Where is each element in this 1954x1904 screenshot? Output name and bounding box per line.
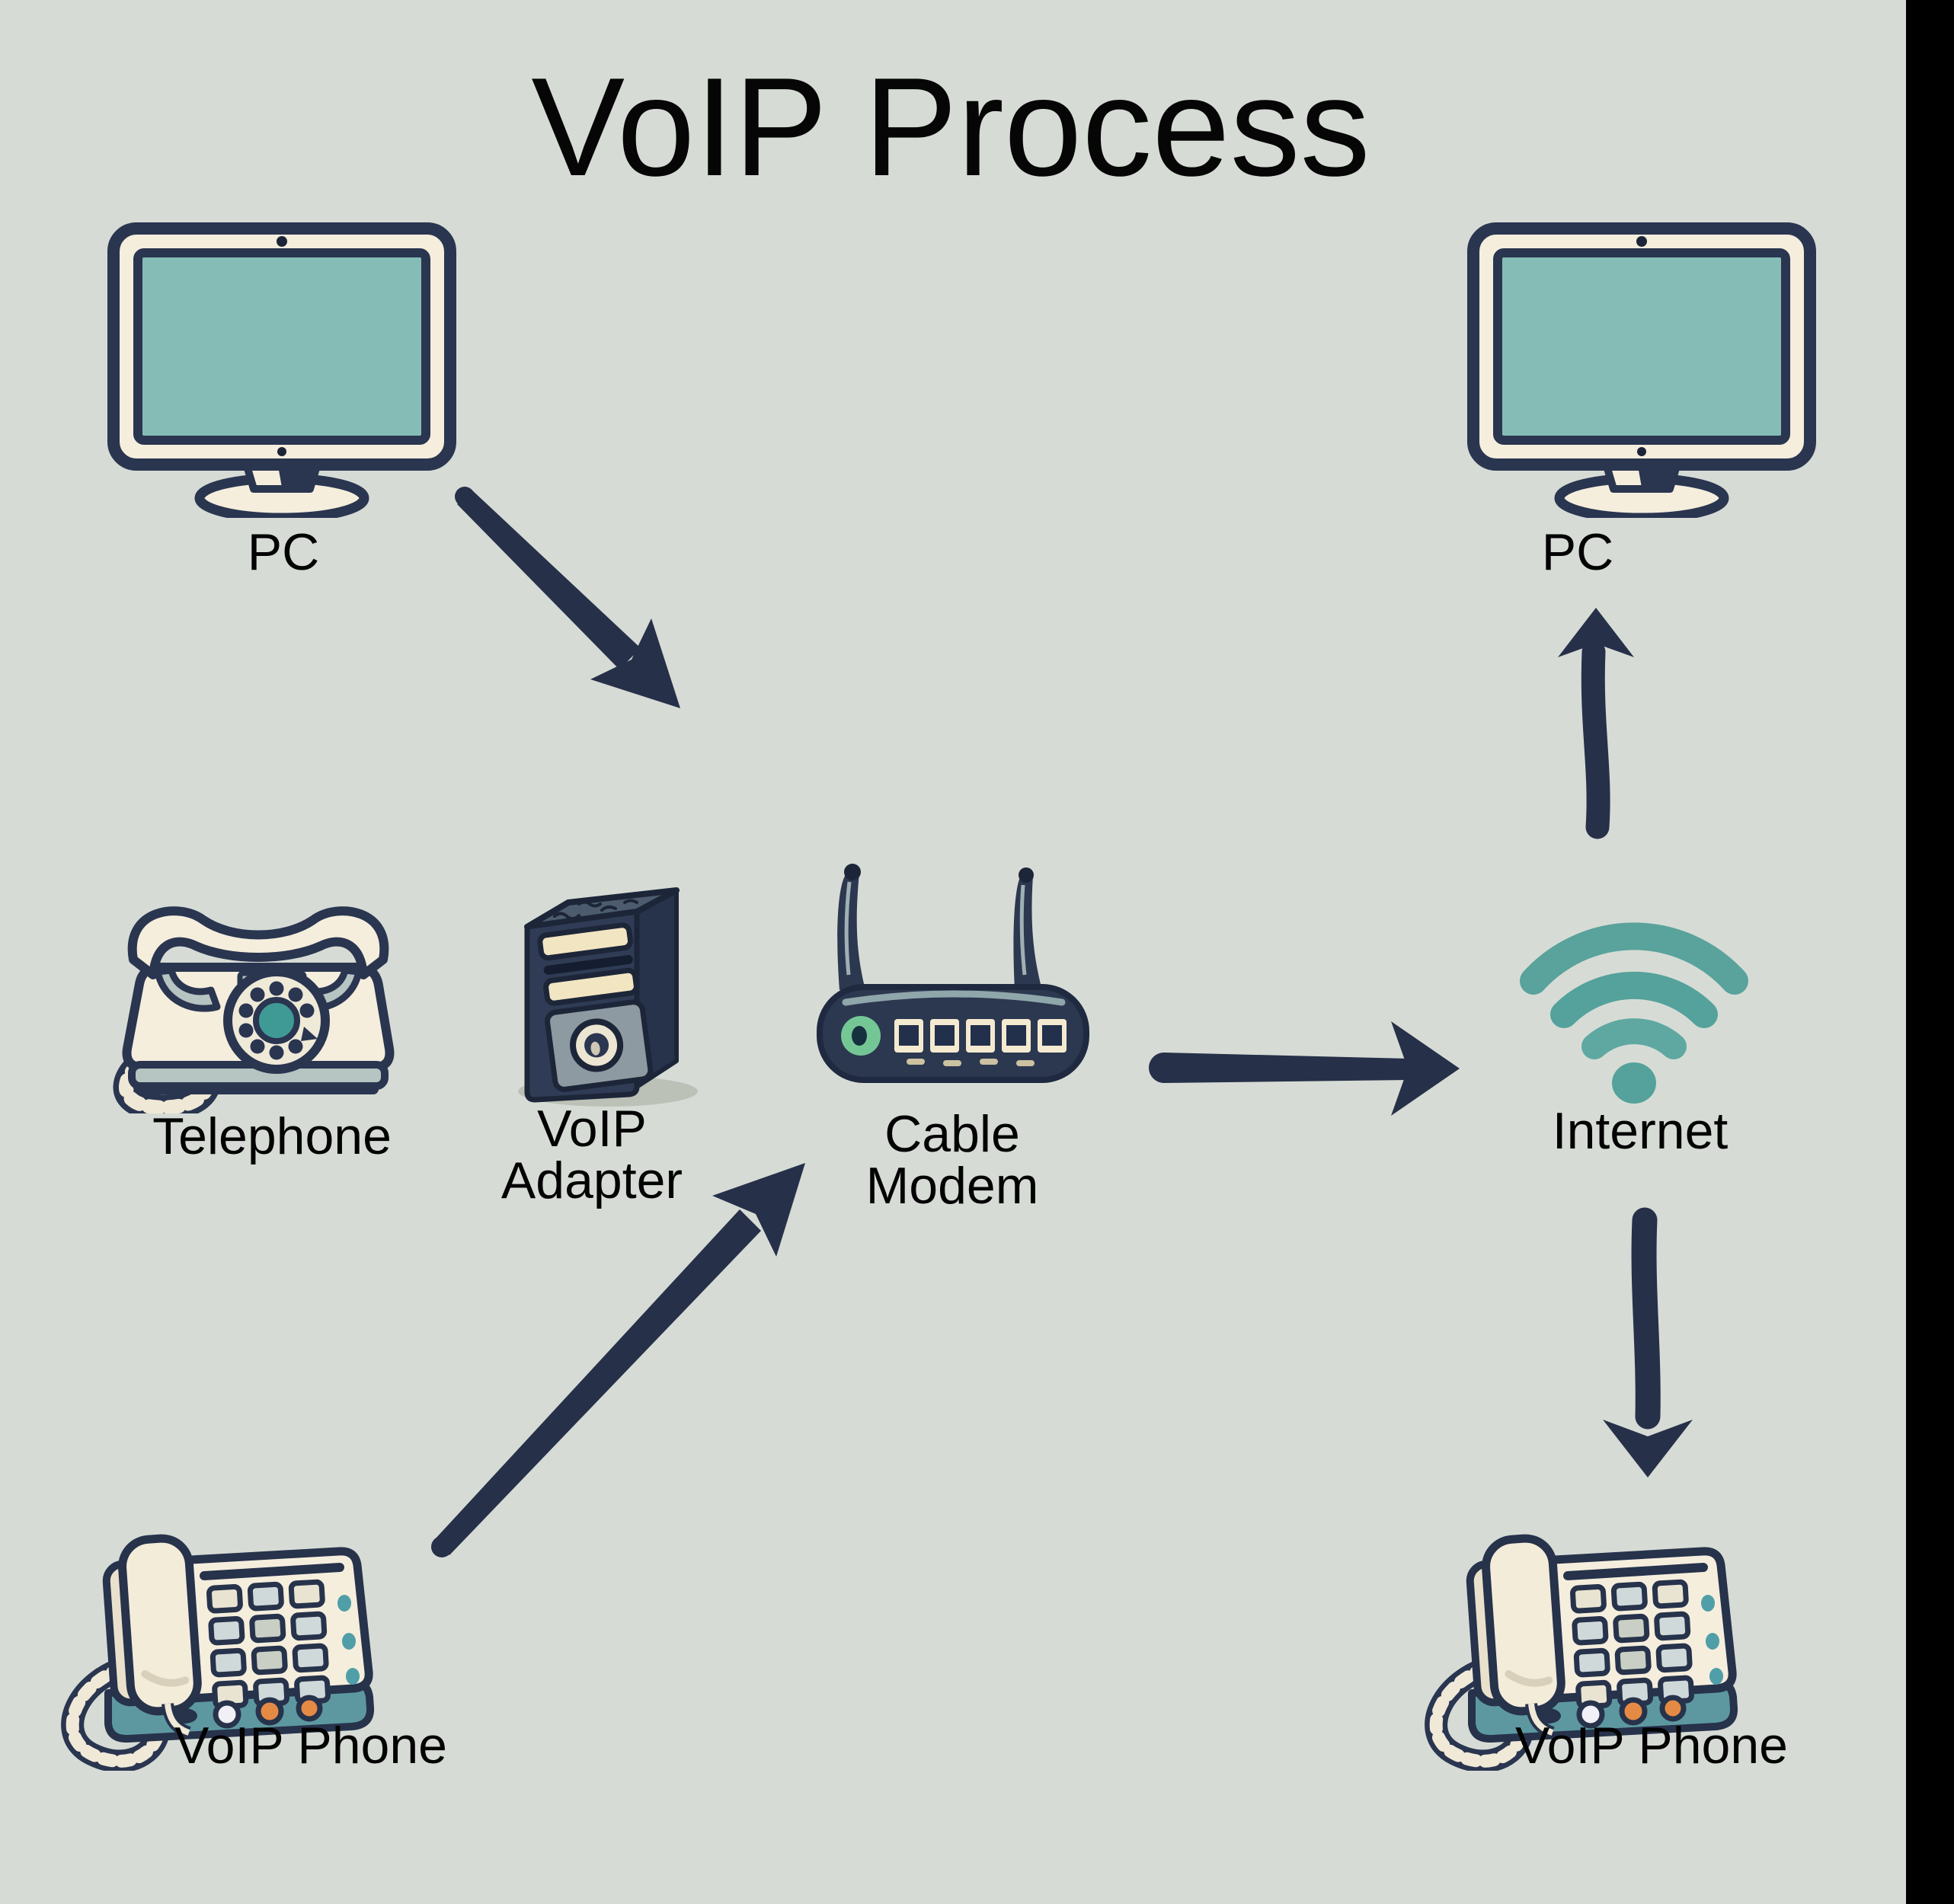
arrow-internet-to-pc-right: [1558, 608, 1634, 839]
label-voip-adapter: VoIP Adapter: [500, 1100, 683, 1209]
arrow-cable-modem-to-internet: [1149, 1021, 1460, 1116]
label-voip-phone-left: VoIP Phone: [174, 1717, 447, 1775]
label-voip-phone-right: VoIP Phone: [1515, 1717, 1788, 1775]
label-cable-modem: Cable Modem: [865, 1105, 1039, 1215]
label-pc-right: PC: [1541, 523, 1614, 581]
label-telephone: Telephone: [152, 1107, 392, 1165]
arrow-pc-left-to-cable-modem: [455, 487, 680, 708]
page-title: VoIP Process: [531, 48, 1370, 205]
arrow-voip-phone-left-to-cable-modem: [431, 1163, 805, 1557]
label-pc-left: PC: [247, 523, 320, 581]
arrow-internet-to-voip-phone-right: [1603, 1207, 1693, 1478]
letterbox-bar: [1906, 0, 1954, 1904]
label-internet: Internet: [1552, 1102, 1729, 1160]
